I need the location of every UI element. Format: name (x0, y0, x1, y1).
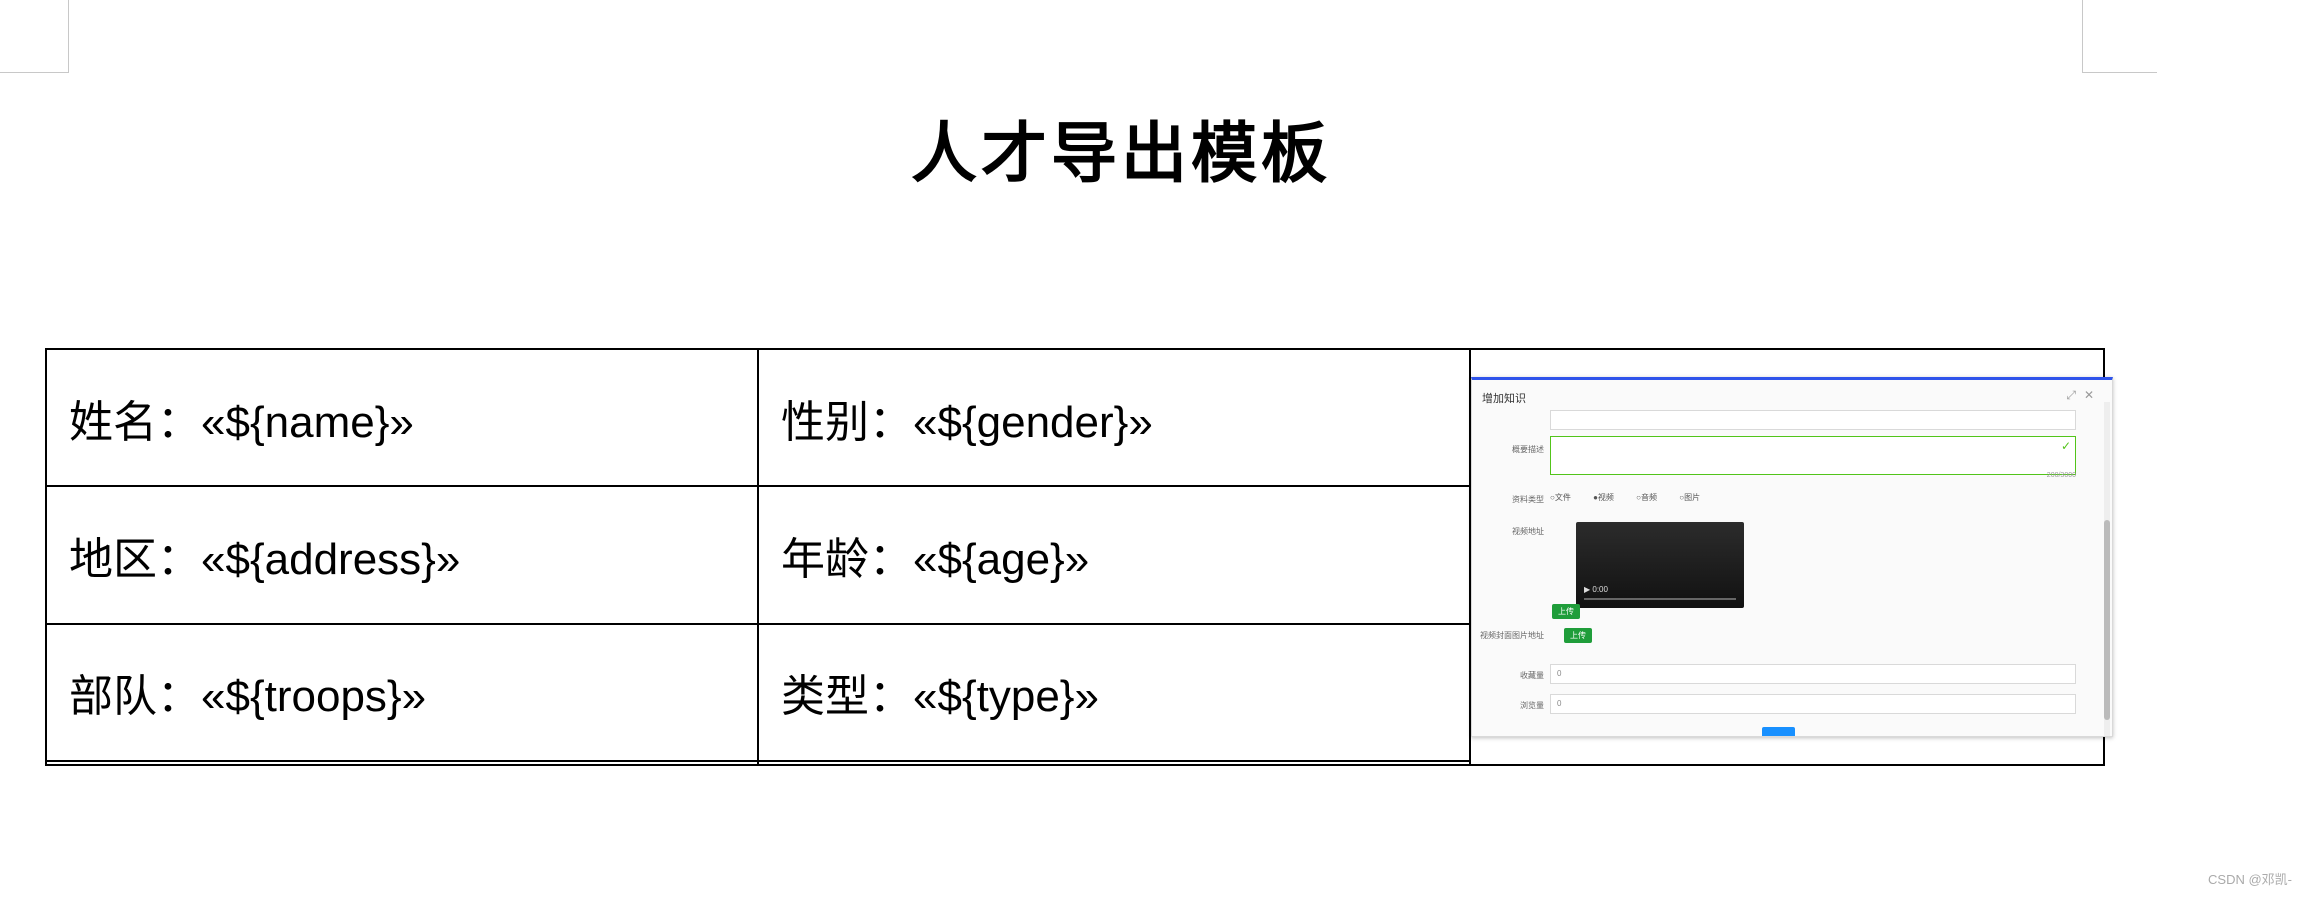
upload-button: 上传 (1552, 604, 1580, 619)
image-cell[interactable]: 增加知识 ⤢✕ 概要描述 ✓ 200/3000 资料类型 ○文件 ●视频 ○音频… (1469, 348, 2113, 766)
video-url-label: 视频地址 (1512, 527, 1544, 536)
name-label: 姓名： (69, 396, 201, 448)
table-row (45, 759, 2104, 767)
crop-mark-top-left (0, 0, 69, 73)
field-input (1550, 410, 2076, 430)
document-title: 人才导出模板 (911, 116, 1331, 190)
view-input: 0 (1550, 694, 2076, 714)
troops-field: «${troops}» (201, 672, 427, 722)
watermark: CSDN @邓凯- (2208, 872, 2292, 887)
type-field: «${type}» (913, 672, 1099, 722)
gender-label: 性别： (781, 396, 913, 448)
address-cell[interactable]: 地区：«${address}» (45, 485, 759, 625)
dialog-title: 增加知识 (1482, 393, 1526, 405)
summary-counter: 200/3000 (2046, 472, 2076, 479)
material-type-radios: ○文件 ●视频 ○音频 ○图片 (1550, 492, 1720, 503)
age-field: «${age}» (913, 534, 1090, 584)
view-label: 浏览量 (1520, 701, 1544, 710)
table-row: 姓名：«${name}» 性别：«${gender}» 增加知识 ⤢✕ 概要描述… (45, 347, 2113, 766)
window-buttons-icon: ⤢✕ (2066, 388, 2102, 402)
table-row: 地区：«${address}» 年龄：«${age}» (45, 485, 2104, 625)
table-row: 部队：«${troops}» 类型：«${type}» (45, 622, 2104, 762)
gender-cell[interactable]: 性别：«${gender}» (757, 347, 1471, 488)
radio-file: ○文件 (1550, 493, 1571, 502)
troops-cell[interactable]: 部队：«${troops}» (45, 622, 759, 762)
age-cell[interactable]: 年龄：«${age}» (757, 485, 1471, 625)
material-type-label: 资料类型 (1512, 495, 1544, 504)
address-field: «${address}» (201, 534, 461, 584)
cover-upload-button: 上传 (1564, 628, 1592, 643)
collect-input: 0 (1550, 664, 2076, 684)
submit-button (1762, 727, 1795, 736)
type-cell[interactable]: 类型：«${type}» (757, 622, 1471, 762)
radio-video: ●视频 (1593, 493, 1614, 502)
type-label: 类型： (781, 671, 913, 723)
collect-label: 收藏量 (1520, 671, 1544, 680)
summary-textarea: ✓ (1550, 436, 2076, 475)
video-player: ▶ 0:00 (1576, 522, 1744, 608)
empty-cell-left[interactable] (45, 759, 759, 767)
video-progress-track (1584, 598, 1736, 600)
summary-label: 概要描述 (1512, 445, 1544, 454)
cover-label: 视频封面图片地址 (1480, 631, 1544, 640)
crop-mark-top-right (2082, 0, 2157, 73)
empty-cell-right[interactable] (757, 759, 1471, 767)
template-table: 姓名：«${name}» 性别：«${gender}» 增加知识 ⤢✕ 概要描述… (45, 347, 2113, 767)
troops-label: 部队： (69, 671, 201, 723)
name-field: «${name}» (201, 397, 414, 447)
radio-audio: ○音频 (1636, 493, 1657, 502)
name-cell[interactable]: 姓名：«${name}» (45, 347, 759, 488)
address-label: 地区： (69, 533, 201, 585)
age-label: 年龄： (781, 533, 913, 585)
gender-field: «${gender}» (913, 397, 1153, 447)
radio-image: ○图片 (1679, 493, 1701, 502)
scrollbar-thumb (2104, 520, 2110, 720)
video-controls: ▶ 0:00 (1584, 585, 1608, 594)
check-icon: ✓ (2060, 439, 2071, 453)
embedded-screenshot: 增加知识 ⤢✕ 概要描述 ✓ 200/3000 资料类型 ○文件 ●视频 ○音频… (1471, 377, 2113, 737)
